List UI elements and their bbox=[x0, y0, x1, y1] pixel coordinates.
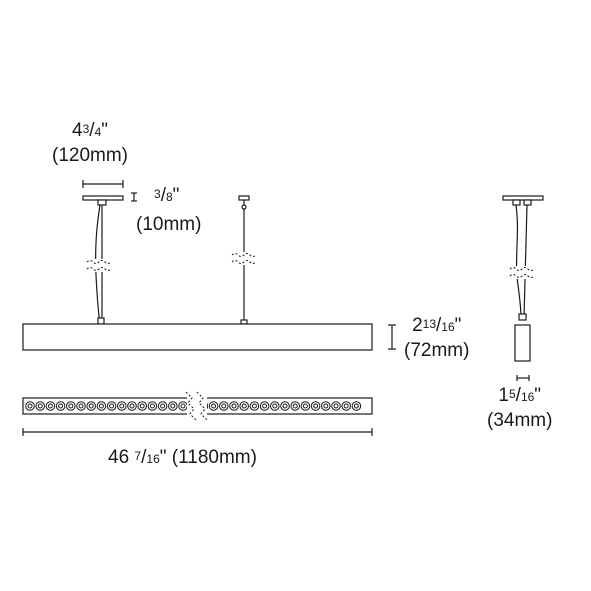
led-optic-lens bbox=[272, 403, 278, 409]
led-optic-lens bbox=[47, 403, 53, 409]
ceiling-canopy-side-view bbox=[502, 195, 544, 206]
led-optic bbox=[137, 401, 147, 411]
led-optic bbox=[55, 401, 66, 411]
led-optic-lens bbox=[211, 403, 217, 409]
led-optic bbox=[168, 401, 178, 411]
led-optic-lens bbox=[98, 403, 104, 409]
fixture-body-side-view bbox=[514, 324, 531, 362]
led-optic-lens bbox=[353, 403, 359, 409]
led-optic-lens bbox=[302, 403, 308, 409]
led-optic bbox=[280, 401, 290, 411]
cable-break-symbol-side bbox=[509, 266, 535, 279]
led-optic bbox=[270, 401, 280, 411]
led-optic-lens bbox=[68, 403, 74, 409]
led-optic-lens bbox=[78, 403, 84, 409]
canopy-width-imperial: 43/4" bbox=[72, 120, 108, 141]
led-optic-lens bbox=[119, 403, 125, 409]
led-optic bbox=[310, 401, 321, 411]
canopy-height-imperial: 3/8" bbox=[154, 185, 180, 206]
led-optic bbox=[229, 401, 239, 411]
led-optic bbox=[300, 401, 311, 411]
led-optic-lens bbox=[58, 403, 64, 409]
led-optic-lens bbox=[37, 403, 43, 409]
led-optic-lens bbox=[251, 403, 257, 409]
led-optic bbox=[219, 401, 229, 411]
led-optic-lens bbox=[241, 403, 247, 409]
led-strip-bottom-view bbox=[22, 391, 373, 421]
canopy-width-label: 43/4" (120mm) bbox=[52, 121, 128, 165]
cable-break-symbol-center bbox=[231, 252, 257, 265]
fixture-width-imperial: 15/16" bbox=[498, 385, 542, 406]
ceiling-canopy-left bbox=[82, 195, 124, 206]
fixture-length-label: 46 7/16" (1180mm) bbox=[108, 447, 257, 468]
led-optic-lens bbox=[109, 403, 115, 409]
fixture-width-dimension-mark bbox=[516, 375, 530, 381]
led-optic bbox=[147, 401, 158, 411]
fixture-height-metric: (72mm) bbox=[404, 340, 470, 361]
led-optic-lens bbox=[160, 403, 166, 409]
led-optic bbox=[249, 401, 260, 411]
led-optic bbox=[117, 401, 127, 411]
led-optic bbox=[321, 401, 331, 411]
led-optic-lens bbox=[139, 403, 145, 409]
led-optic-lens bbox=[323, 403, 329, 409]
fixture-length-dimension-line bbox=[22, 428, 373, 436]
led-optic-lens bbox=[88, 403, 94, 409]
led-optic bbox=[96, 401, 107, 411]
led-optic-lens bbox=[292, 403, 298, 409]
led-optic bbox=[76, 401, 86, 411]
canopy-height-label: 3/8" (10mm) bbox=[136, 186, 201, 234]
fixture-width-metric: (34mm) bbox=[487, 410, 553, 431]
led-optic bbox=[86, 401, 96, 411]
led-optic bbox=[341, 401, 352, 411]
canopy-height-metric: (10mm) bbox=[136, 214, 202, 235]
led-optic-lens bbox=[170, 403, 176, 409]
led-optic bbox=[331, 401, 341, 411]
led-optic-lens bbox=[231, 403, 237, 409]
led-optic-lens bbox=[343, 403, 349, 409]
led-optic-lens bbox=[262, 403, 268, 409]
led-optic-lens bbox=[221, 403, 227, 409]
led-optic bbox=[35, 401, 46, 411]
led-optic-lens bbox=[313, 403, 319, 409]
cable-break-symbol-left bbox=[86, 259, 112, 272]
fixture-body-front-view bbox=[22, 323, 373, 351]
led-optic bbox=[127, 401, 137, 411]
led-optic-lens bbox=[333, 403, 339, 409]
fixture-width-label: 15/16" (34mm) bbox=[487, 386, 552, 430]
suspension-cable-center bbox=[238, 195, 250, 325]
led-optic bbox=[351, 401, 362, 411]
led-optic bbox=[208, 401, 219, 411]
canopy-height-dimension-mark bbox=[131, 192, 137, 202]
suspension-cable-side-view bbox=[515, 204, 528, 321]
led-optic bbox=[157, 401, 168, 411]
fixture-height-dimension-mark bbox=[388, 324, 396, 350]
canopy-width-dimension-line bbox=[82, 180, 124, 188]
led-optic-lens bbox=[282, 403, 288, 409]
fixture-height-label: 213/16" (72mm) bbox=[404, 316, 469, 360]
led-optic bbox=[25, 401, 35, 411]
led-optic-lens bbox=[27, 403, 33, 409]
led-optic-lens bbox=[129, 403, 135, 409]
led-optic bbox=[45, 401, 56, 411]
fixture-length-metric: (1180mm) bbox=[171, 447, 257, 468]
led-optic bbox=[239, 401, 249, 411]
led-optic bbox=[106, 401, 117, 411]
led-optic-lens bbox=[149, 403, 155, 409]
led-optic bbox=[259, 401, 270, 411]
canopy-width-metric: (120mm) bbox=[52, 145, 129, 166]
led-optic-lens bbox=[180, 403, 186, 409]
fixture-height-imperial: 213/16" bbox=[412, 315, 462, 336]
led-optic bbox=[66, 401, 76, 411]
led-optic bbox=[290, 401, 301, 411]
